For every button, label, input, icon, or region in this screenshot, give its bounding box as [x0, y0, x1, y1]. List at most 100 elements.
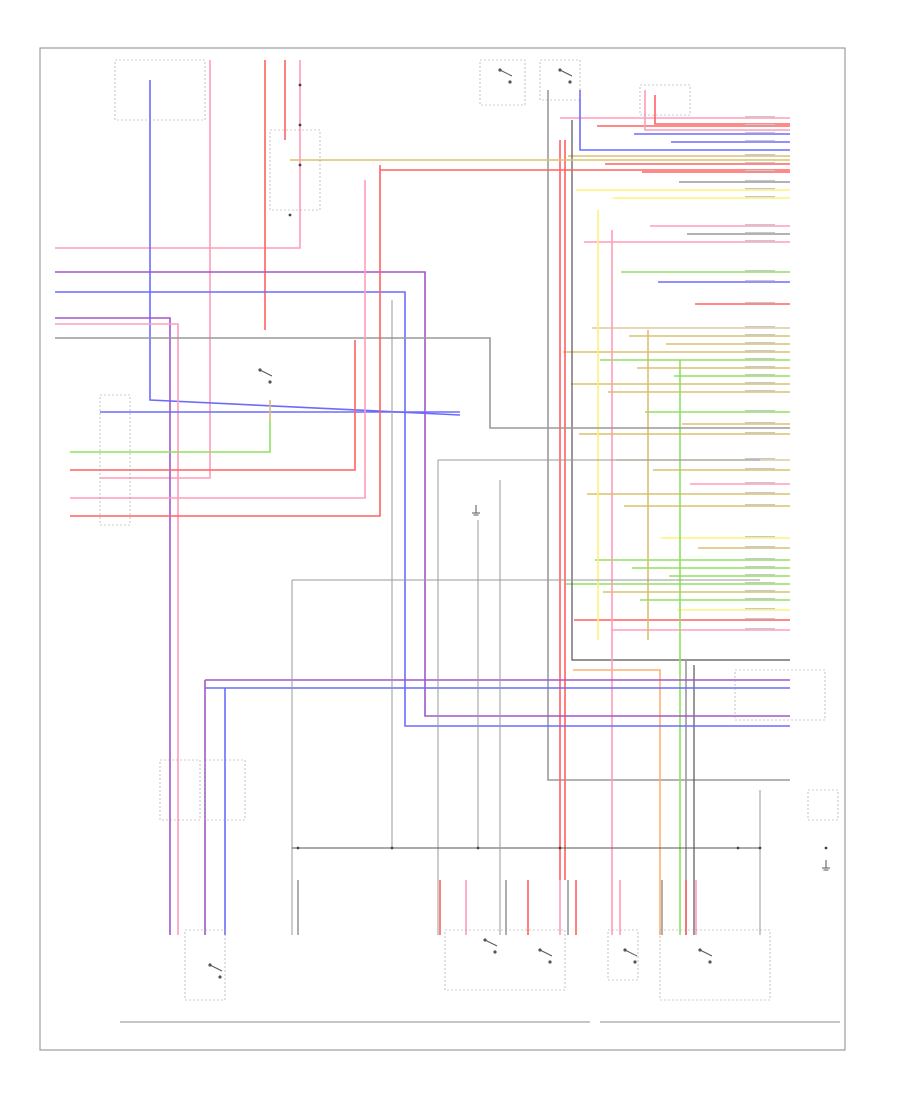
connector-icon [758, 846, 762, 850]
component-outline-6 [639, 84, 691, 116]
wire-pink-69 [55, 323, 179, 935]
label-placeholder-13 [745, 240, 775, 242]
wire-green-76 [70, 420, 271, 453]
ground-icon [472, 505, 480, 516]
component-outline-10 [204, 759, 246, 821]
component-outline-11 [184, 929, 226, 1001]
label-placeholder-28 [745, 432, 775, 434]
label-placeholder-25 [745, 390, 775, 392]
label-placeholder-12 [745, 232, 775, 234]
label-placeholder-21 [745, 358, 775, 360]
connector-icon [298, 123, 302, 127]
connector-icon [390, 846, 394, 850]
switch-icon [483, 938, 498, 954]
connector-icon [298, 163, 302, 167]
wire-red-77 [70, 340, 356, 471]
wire-pink-61 [55, 60, 301, 249]
diagram-frame [39, 47, 846, 1051]
connector-icon [736, 846, 740, 850]
label-placeholder-15 [745, 280, 775, 282]
component-box-layer [99, 59, 840, 1023]
label-placeholder-37 [745, 566, 775, 568]
connector-icon [296, 846, 300, 850]
label-placeholder-14 [745, 270, 775, 272]
switch-icon [498, 68, 513, 84]
wire-pink-62 [100, 60, 211, 479]
label-placeholder-17 [745, 326, 775, 328]
connector-icon [298, 83, 302, 87]
component-outline-12 [444, 929, 566, 991]
label-placeholder-40 [745, 590, 775, 592]
connector-layer [288, 83, 828, 850]
switch-icon [698, 948, 713, 964]
label-placeholder-6 [745, 162, 775, 164]
component-outline-4 [479, 59, 526, 106]
label-placeholder-5 [745, 154, 775, 156]
label-placeholder-8 [745, 180, 775, 182]
wire-gray-48 [547, 90, 790, 781]
component-outline-9 [159, 759, 201, 821]
connector-icon [476, 846, 480, 850]
wire-blue-65 [149, 80, 461, 416]
label-placeholder-10 [745, 196, 775, 198]
label-placeholder-26 [745, 410, 775, 412]
ground-icon [822, 860, 830, 871]
switch-layer [208, 68, 713, 979]
wire-red-79 [70, 165, 381, 517]
switch-icon [538, 948, 553, 964]
label-placeholder-20 [745, 350, 775, 352]
label-placeholder-19 [745, 342, 775, 344]
label-placeholder-38 [745, 574, 775, 576]
label-placeholder-9 [745, 188, 775, 190]
label-placeholder-41 [745, 598, 775, 600]
connector-icon [824, 846, 828, 850]
wire-purple-66 [55, 271, 790, 717]
wire-blue-47 [579, 90, 790, 151]
wire-pink-45 [644, 90, 790, 131]
switch-icon [558, 68, 573, 84]
connector-icon [288, 213, 292, 217]
label-placeholder-43 [745, 618, 775, 620]
label-placeholder-1 [745, 116, 775, 118]
label-placeholder-11 [745, 224, 775, 226]
wire-red-46 [654, 95, 790, 125]
component-outline-13 [607, 929, 639, 981]
wire-layer [55, 60, 790, 935]
label-placeholder-3 [745, 132, 775, 134]
label-placeholder-23 [745, 374, 775, 376]
label-placeholder-27 [745, 422, 775, 424]
label-placeholder-33 [745, 504, 775, 506]
switch-icon [623, 948, 638, 964]
label-placeholder-7 [745, 170, 775, 172]
label-placeholder-31 [745, 482, 775, 484]
label-placeholder-4 [745, 140, 775, 142]
wire-blue-67 [55, 291, 790, 727]
label-placeholder-22 [745, 366, 775, 368]
label-placeholder-18 [745, 334, 775, 336]
label-placeholder-24 [745, 382, 775, 384]
component-outline-8 [807, 789, 839, 821]
label-placeholder-35 [745, 546, 775, 548]
switch-icon [208, 963, 223, 979]
label-layer [745, 116, 775, 630]
label-placeholder-36 [745, 558, 775, 560]
component-outline-1 [99, 394, 131, 526]
wire-purple-68 [55, 317, 171, 935]
wire-orange-56 [573, 669, 661, 935]
label-placeholder-16 [745, 302, 775, 304]
label-placeholder-34 [745, 536, 775, 538]
connector-icon [558, 846, 562, 850]
switch-icon [258, 368, 273, 384]
component-outline-5 [539, 59, 581, 101]
wire-pink-78 [70, 180, 366, 499]
wire-gray-70 [55, 337, 790, 429]
label-placeholder-39 [745, 582, 775, 584]
label-placeholder-30 [745, 468, 775, 470]
component-outline-7 [734, 669, 826, 721]
component-outline-3 [269, 129, 321, 211]
component-outline-14 [659, 929, 771, 1001]
ground-layer [472, 505, 830, 871]
label-placeholder-2 [745, 124, 775, 126]
label-placeholder-42 [745, 608, 775, 610]
